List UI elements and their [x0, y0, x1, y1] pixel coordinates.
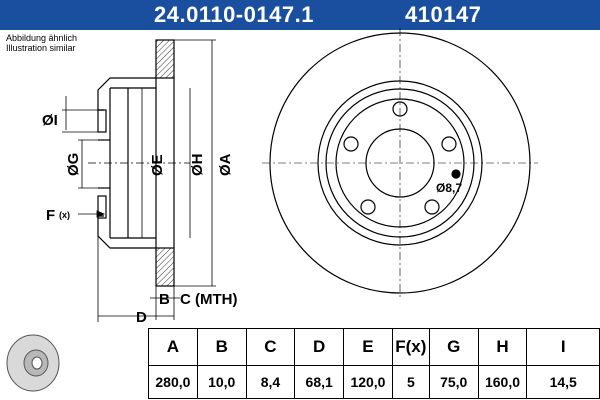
spec-table: A B C D E F(x) G H I 280,0 10,0 8,4 68,1…: [148, 328, 600, 399]
dimension-lines: [62, 39, 216, 322]
hat-outline-top: [97, 77, 156, 111]
spec-header: D: [294, 328, 345, 366]
spec-value: 14,5: [526, 365, 600, 399]
locating-hole: [451, 169, 461, 179]
label-f: F: [46, 207, 55, 224]
spec-header: F(x): [391, 328, 430, 366]
label-a: ØA: [217, 153, 234, 176]
spec-header-row: A B C D E F(x) G H I: [148, 328, 600, 366]
note-english: Illustration similar: [6, 43, 76, 53]
spec-header: E: [343, 328, 393, 366]
part-number: 24.0110-0147.1: [154, 2, 314, 27]
spec-header: C: [245, 328, 296, 366]
spec-value: 5: [391, 365, 430, 399]
spec-value: 75,0: [428, 365, 479, 399]
bolt-hole-top: [97, 109, 107, 133]
note-german: Abbildung ähnlich: [6, 33, 78, 43]
side-view: [88, 39, 190, 287]
spec-header: I: [526, 328, 600, 366]
friction-ring-top: [155, 39, 175, 79]
spec-header: A: [148, 328, 198, 366]
spec-value-row: 280,0 10,0 8,4 68,1 120,0 5 75,0 160,0 1…: [148, 365, 600, 399]
title-bar: 24.0110-0147.1 410147: [0, 0, 600, 30]
spec-value: 8,4: [245, 365, 296, 399]
bolt-hole-bottom: [97, 195, 107, 219]
bolt-hole-3: [441, 136, 457, 152]
spec-header: H: [477, 328, 528, 366]
label-hole-diameter: Ø8,7: [436, 181, 462, 195]
label-h: ØH: [189, 154, 206, 177]
hat-outline-bottom: [97, 215, 156, 249]
label-e: ØE: [149, 154, 166, 176]
spec-header: B: [196, 328, 247, 366]
label-g: ØG: [65, 153, 82, 176]
label-i: ØI: [42, 112, 58, 129]
spec-value: 160,0: [477, 365, 528, 399]
bolt-hole-2: [343, 136, 359, 152]
friction-ring-bottom: [155, 247, 175, 287]
label-c: C (MTH): [180, 291, 237, 308]
front-view: [262, 28, 538, 298]
bolt-hole-4: [360, 199, 376, 215]
label-f-sub: (x): [59, 210, 70, 220]
spec-value: 120,0: [343, 365, 393, 399]
spec-value: 10,0: [196, 365, 247, 399]
disc-thumbnail-icon: [6, 334, 60, 392]
spec-header: G: [428, 328, 479, 366]
spec-value: 280,0: [148, 365, 198, 399]
bolt-hole-5: [424, 199, 440, 215]
label-b: B: [159, 291, 170, 308]
spec-table-area: A B C D E F(x) G H I 280,0 10,0 8,4 68,1…: [0, 328, 600, 400]
label-d: D: [136, 309, 147, 326]
article-code: 410147: [405, 2, 482, 27]
spec-value: 68,1: [294, 365, 345, 399]
brake-disc-drawing: ØI ØG ØE ØH ØA F (x) B C (MTH) D Ø8,7: [42, 28, 538, 326]
